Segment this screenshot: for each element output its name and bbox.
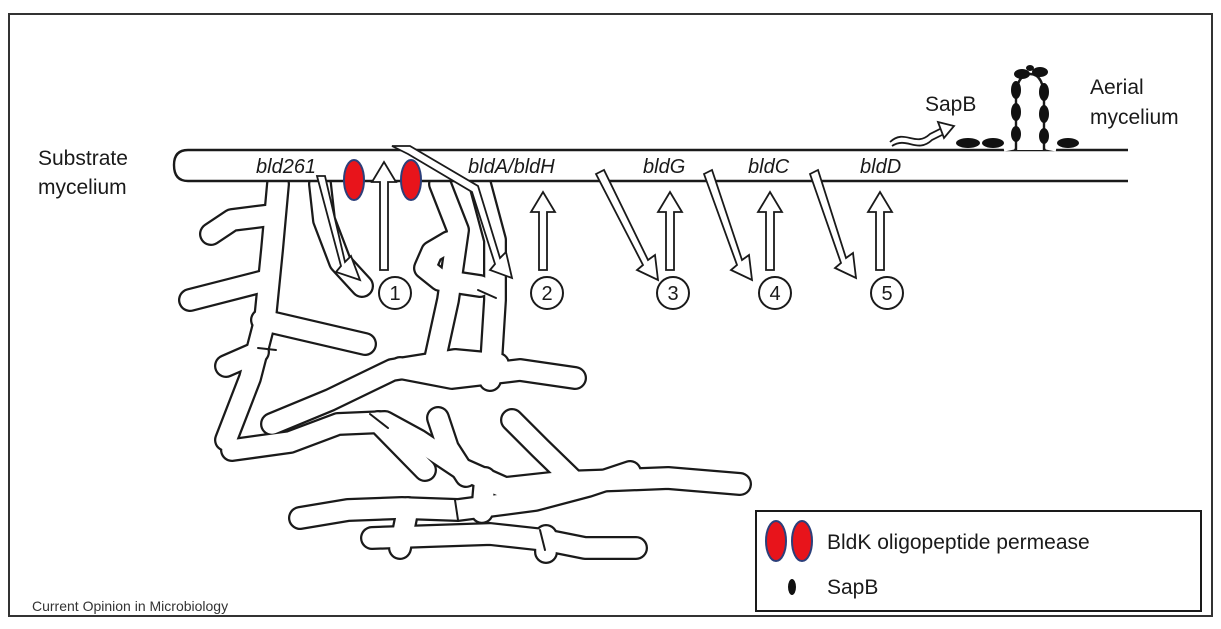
legend-sapb-label: SapB: [827, 576, 878, 599]
gene-label-bldC: bldC: [748, 156, 790, 178]
legend-permease-label: BldK oligopeptide permease: [827, 531, 1090, 554]
legend: BldK oligopeptide permease SapB: [756, 511, 1201, 611]
gene-label-bld261: bld261: [256, 156, 316, 178]
substrate-label-line1: Substrate: [38, 147, 128, 170]
signal-5: 5: [871, 277, 903, 309]
figure-credit: Current Opinion in Microbiology: [32, 598, 228, 614]
signal-4: 4: [759, 277, 791, 309]
signal-1: 1: [379, 277, 411, 309]
signal-2: 2: [531, 277, 563, 309]
svg-text:4: 4: [769, 283, 780, 305]
aerial-label-line1: Aerial: [1090, 76, 1144, 99]
legend-box: [756, 511, 1201, 611]
svg-text:5: 5: [881, 283, 892, 305]
svg-text:2: 2: [541, 283, 552, 305]
substrate-label-line2: mycelium: [38, 176, 127, 199]
hyphae-network: [190, 184, 740, 552]
gene-label-bldG: bldG: [643, 156, 685, 178]
gene-label-bldD: bldD: [860, 156, 901, 178]
aerial-label-line2: mycelium: [1090, 106, 1179, 129]
svg-text:3: 3: [667, 283, 678, 305]
legend-sapb-icon: [788, 579, 796, 595]
gene-label-bldA-bldH: bldA/bldH: [468, 156, 555, 178]
svg-text:1: 1: [389, 283, 400, 305]
sapb-label: SapB: [925, 93, 976, 116]
signal-3: 3: [657, 277, 689, 309]
sapb-secretion-arrow: [890, 122, 954, 146]
